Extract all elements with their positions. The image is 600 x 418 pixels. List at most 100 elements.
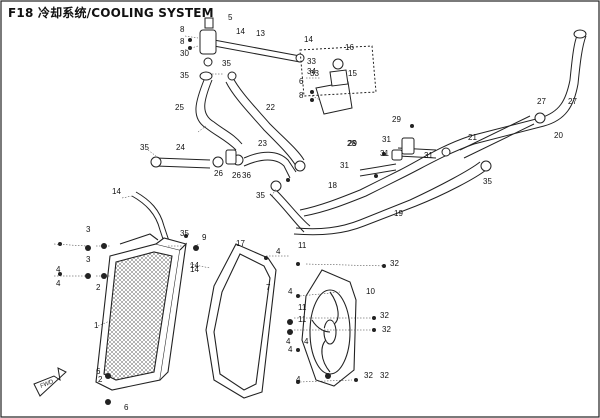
hose-23-a: [243, 151, 297, 173]
cooling-fan: [301, 269, 357, 387]
clamp-27-top: [573, 29, 587, 39]
part-callout-14: 14: [304, 35, 313, 44]
part-callout-13: 13: [256, 29, 265, 38]
part-callout-35: 35: [222, 59, 231, 68]
part-callout-15: 15: [348, 69, 357, 78]
part-callout-2: 2: [98, 375, 103, 384]
thermostat-housing: [199, 17, 217, 67]
clamp-35-right: [480, 160, 492, 172]
fan-shroud: [205, 243, 277, 399]
part-callout-11: 11: [298, 315, 307, 324]
part-callout-31: 31: [340, 161, 349, 170]
hose-20-outer: [299, 33, 579, 211]
hose-13-b: [213, 45, 301, 63]
part-callout-14: 14: [190, 265, 199, 274]
part-callout-26: 26: [232, 171, 241, 180]
part-callout-4: 4: [288, 345, 293, 354]
part-callout-4: 4: [56, 279, 61, 288]
clamp-14: [295, 53, 305, 63]
part-callout-28: 28: [347, 139, 356, 148]
part-callout-33: 33: [310, 69, 319, 78]
part-callout-32: 32: [390, 259, 399, 268]
part-callout-35: 35: [256, 191, 265, 200]
part-callout-10: 10: [366, 287, 375, 296]
hose-23-b: [243, 159, 291, 179]
clamp-35-b: [227, 71, 237, 81]
part-callout-25: 25: [175, 103, 184, 112]
part-callout-27: 27: [568, 97, 577, 106]
clamp-35-left: [150, 156, 162, 168]
part-callout-22: 22: [266, 103, 275, 112]
part-callout-24: 24: [176, 143, 185, 152]
part-callout-11: 11: [298, 241, 307, 250]
part-callout-6: 6: [124, 403, 129, 412]
part-callout-3: 3: [86, 255, 91, 264]
part-callout-4: 4: [276, 247, 281, 256]
fasteners: [58, 38, 414, 405]
clamp-31: [441, 147, 451, 157]
part-callout-34: 34: [307, 67, 316, 76]
hose-13-a: [213, 39, 301, 57]
part-callout-27: 27: [537, 97, 546, 106]
part-callout-29: 29: [348, 139, 357, 148]
part-callout-14: 14: [112, 187, 121, 196]
part-callout-35: 35: [140, 143, 149, 152]
clamp-35-mid: [294, 160, 306, 172]
fwd-arrow: FWD: [33, 367, 67, 397]
hoses: [155, 33, 587, 236]
part-callout-6: 6: [96, 367, 101, 376]
hose-25-b: [204, 79, 243, 145]
part-callout-32: 32: [364, 371, 373, 380]
part-callout-9: 9: [202, 233, 207, 242]
hose-25-a: [195, 79, 237, 151]
part-callout-20: 20: [554, 131, 563, 140]
part-callout-31: 31: [380, 149, 389, 158]
hose-24-a: [155, 157, 211, 161]
part-callout-32: 32: [380, 311, 389, 320]
part-callout-4: 4: [286, 337, 291, 346]
part-callout-29: 29: [392, 115, 401, 124]
part-callout-8: 8: [180, 37, 185, 46]
part-callout-11: 11: [298, 303, 307, 312]
part-callout-4: 4: [56, 265, 61, 274]
part-callout-36: 36: [242, 171, 251, 180]
part-callout-19: 19: [394, 209, 403, 218]
part-callout-14: 14: [190, 261, 199, 270]
radiator: [95, 233, 188, 391]
clamps: [150, 29, 587, 192]
part-callout-26: 26: [214, 169, 223, 178]
hose-21-a: [459, 115, 531, 151]
part-callout-4: 4: [304, 337, 309, 346]
part-callout-1: 1: [94, 321, 99, 330]
part-callout-35: 35: [180, 71, 189, 80]
part-callout-16: 16: [345, 43, 354, 52]
part-callout-6: 6: [299, 77, 304, 86]
part-callout-33: 33: [307, 57, 316, 66]
part-callout-35: 35: [483, 177, 492, 186]
part-callout-31: 31: [424, 151, 433, 160]
coolant-reservoir: [299, 45, 377, 115]
part-callout-32: 32: [380, 371, 389, 380]
diagram-title: F18 冷却系统/COOLING SYSTEM: [8, 6, 214, 20]
part-callout-14: 14: [236, 27, 245, 36]
part-callout-7: 7: [266, 283, 271, 292]
part-callout-8: 8: [299, 91, 304, 100]
part-callout-21: 21: [468, 133, 477, 142]
part-callout-4: 4: [296, 375, 301, 384]
part-callout-2: 2: [96, 283, 101, 292]
part-callout-31: 31: [382, 135, 391, 144]
part-callout-32: 32: [382, 325, 391, 334]
clamp-27: [534, 112, 546, 124]
hose-19-outer: [295, 161, 481, 230]
leader-lines: [53, 35, 387, 383]
hose-31c-a: [359, 163, 397, 171]
hose-18-b: [269, 193, 305, 233]
part-callout-23: 23: [258, 139, 267, 148]
hose-18-a: [275, 189, 311, 227]
part-callout-30: 30: [180, 49, 189, 58]
clamp-24: [212, 156, 224, 168]
fittings: [225, 137, 415, 165]
